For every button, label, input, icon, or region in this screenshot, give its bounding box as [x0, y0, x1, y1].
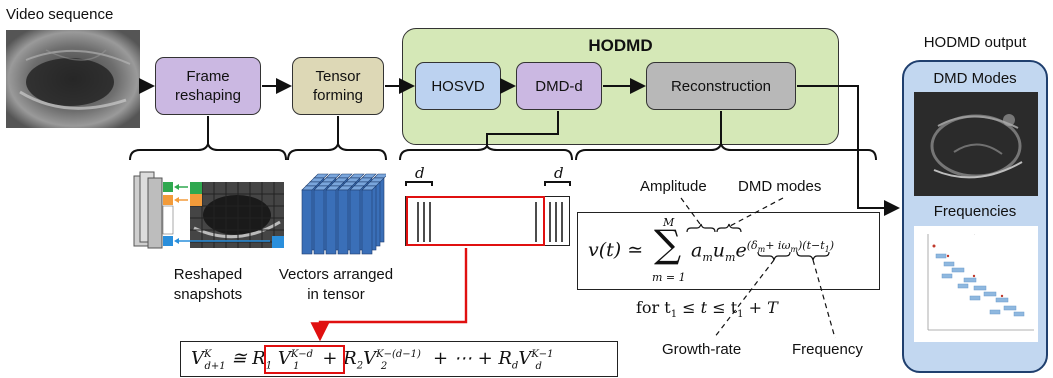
dmd-modes-image: [914, 92, 1038, 196]
hodmd-output-label: HODMD output: [923, 34, 1027, 51]
tensor-forming-block: Tensor forming: [292, 57, 384, 115]
time-condition: for t1 ≤ t ≤ t1 + T: [636, 298, 778, 321]
frame-reshaping-block: Frame reshaping: [155, 57, 261, 115]
expansion-terms: amume(δm+ iωm)(t−t1): [691, 239, 835, 265]
video-frame-thumbnail: [6, 30, 140, 128]
hodmd-recurrence-equation: VKd+1 ≅ R1 VK−d1 + R2VK−(d−1)2 + ⋯ + RdV…: [180, 341, 618, 377]
dmd-d-block: DMD-d: [516, 62, 602, 110]
vectors-in-tensor-label: Vectors arranged in tensor: [278, 266, 394, 303]
hosvd-block: HOSVD: [415, 62, 501, 110]
equation-lhs: v(t) ≃: [588, 239, 644, 261]
delay-d-left-label: d: [415, 164, 425, 182]
video-sequence-label: Video sequence: [6, 6, 114, 23]
dmd-modes-annot-label: DMD modes: [738, 178, 822, 195]
dmd-modes-output-label: DMD Modes: [933, 70, 1017, 87]
tensor-forming-label: Tensor forming: [312, 68, 364, 104]
sum-symbol: ∑: [654, 222, 682, 266]
recurrence-text: VKd+1 ≅ R1 VK−d1 + R2VK−(d−1)2 + ⋯ + RdV…: [191, 348, 554, 372]
recurrence-highlight: [264, 345, 345, 374]
highlighted-submatrix: [406, 196, 545, 246]
frequencies-output-label: Frequencies: [933, 203, 1017, 220]
svg-text:·: ·: [974, 232, 975, 237]
dmd-expansion-equation: v(t) ≃ M ∑ m = 1 amume(δm+ iωm)(t−t1): [577, 212, 880, 290]
reconstruction-block: Reconstruction: [646, 62, 796, 110]
sum-lower-limit: m = 1: [652, 271, 686, 284]
hosvd-label: HOSVD: [431, 77, 485, 95]
reshaped-snapshots-icon: [133, 171, 284, 249]
hodmd-title: HODMD: [588, 36, 653, 55]
reshaped-snapshots-label: Reshaped snapshots: [173, 266, 243, 303]
frame-reshaping-label: Frame reshaping: [175, 68, 241, 104]
frequencies-plot-image: ·: [914, 226, 1038, 342]
frequency-annot-label: Frequency: [792, 341, 863, 358]
growth-rate-label: Growth-rate: [662, 341, 742, 358]
reconstruction-label: Reconstruction: [670, 77, 772, 95]
sum-upper-limit: M: [663, 216, 675, 229]
amplitude-label: Amplitude: [640, 178, 707, 195]
dmd-d-label: DMD-d: [535, 77, 583, 95]
tensor-vectors-icon: [301, 173, 386, 255]
delay-d-right-label: d: [554, 164, 564, 182]
